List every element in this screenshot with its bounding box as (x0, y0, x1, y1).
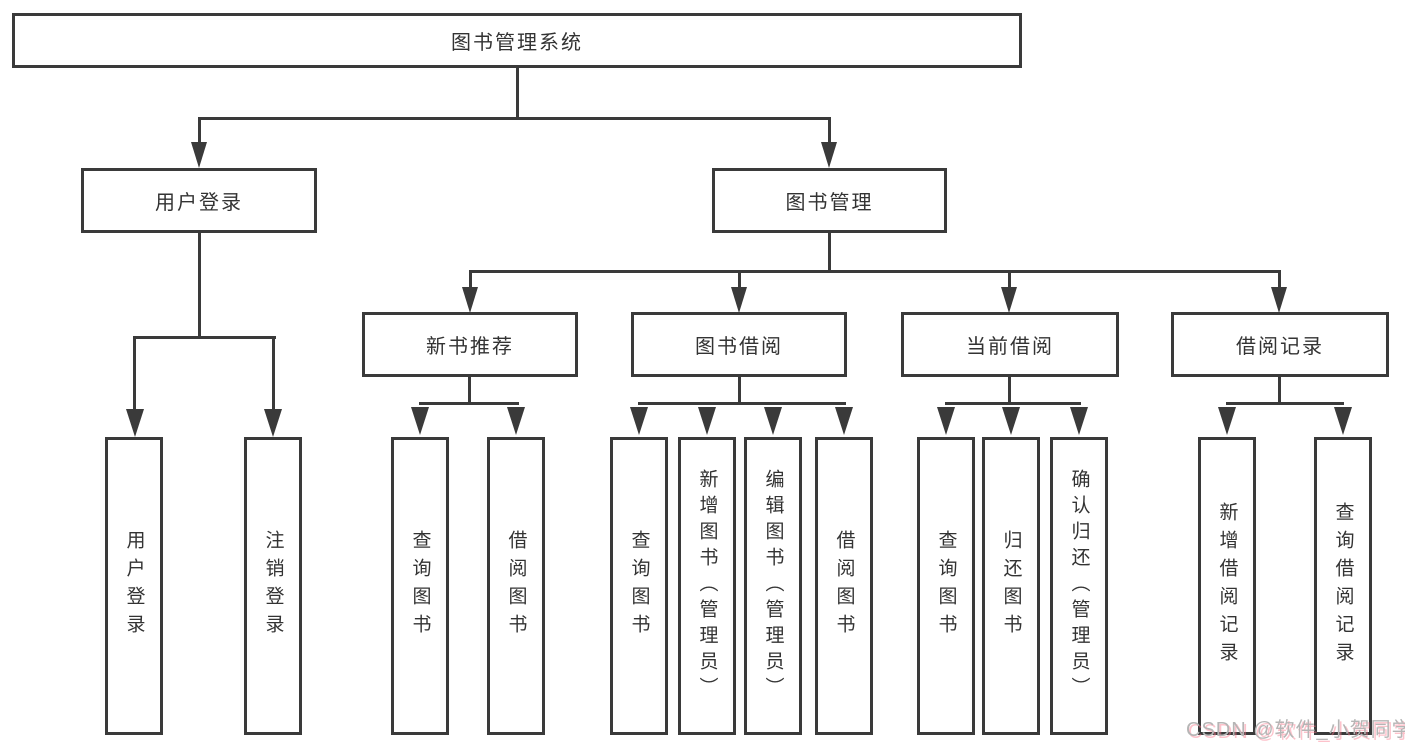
leaf-add-borrow-record: 新增借阅记录 (1198, 437, 1256, 735)
connector-book-mgmt-shaft (828, 117, 831, 145)
node-current-borrowing-label: 当前借阅 (966, 336, 1054, 358)
arrowhead-icon (191, 142, 207, 168)
leaf-confirm-return-admin: 确认归还（管理员） (1050, 437, 1108, 735)
leaf-query-borrow-record-label: 查询借阅记录 (1332, 502, 1354, 670)
node-book-management: 图书管理 (712, 168, 947, 233)
leaf-user-login-label: 用户登录 (123, 530, 145, 642)
leaf-borrow-books-borrowing: 借阅图书 (815, 437, 873, 735)
connector-borrowing-stem (738, 377, 741, 405)
connector-borrowing-bar (638, 402, 846, 405)
leaf-query-books-current: 查询图书 (917, 437, 975, 735)
connector-new-book-bar (419, 402, 519, 405)
arrowhead-icon (1334, 407, 1352, 435)
leaf-edit-books-admin: 编辑图书（管理员） (744, 437, 802, 735)
leaf-add-books-admin-label: 新增图书（管理员） (696, 469, 718, 703)
leaf-query-borrow-record: 查询借阅记录 (1314, 437, 1372, 735)
leaf-return-books: 归还图书 (982, 437, 1040, 735)
connector-records-bar (1226, 402, 1344, 405)
arrowhead-icon (764, 407, 782, 435)
arrowhead-icon (937, 407, 955, 435)
leaf-confirm-return-admin-label: 确认归还（管理员） (1068, 469, 1090, 703)
connector-level3-shaft (1008, 273, 1011, 291)
node-book-borrowing: 图书借阅 (631, 312, 847, 377)
leaf-add-books-admin: 新增图书（管理员） (678, 437, 736, 735)
arrowhead-icon (1002, 407, 1020, 435)
arrowhead-icon (731, 287, 747, 313)
connector-leaf-shaft (133, 336, 136, 414)
node-book-borrowing-label: 图书借阅 (695, 336, 783, 358)
node-new-book-recommendation: 新书推荐 (362, 312, 578, 377)
leaf-query-books-recommend: 查询图书 (391, 437, 449, 735)
node-current-borrowing: 当前借阅 (901, 312, 1119, 377)
node-borrowing-records-label: 借阅记录 (1236, 336, 1324, 358)
connector-root-stem (516, 68, 519, 117)
leaf-query-books-borrowing: 查询图书 (610, 437, 668, 735)
node-user-login: 用户登录 (81, 168, 317, 233)
connector-level3-shaft (738, 273, 741, 291)
connector-user-login-shaft (198, 117, 201, 145)
arrowhead-icon (462, 287, 478, 313)
arrowhead-icon (630, 407, 648, 435)
arrowhead-icon (126, 409, 144, 437)
connector-current-bar (945, 402, 1081, 405)
connector-current-stem (1008, 377, 1011, 405)
leaf-return-books-label: 归还图书 (1000, 530, 1022, 642)
leaf-query-books-recommend-label: 查询图书 (409, 530, 431, 642)
leaf-logout-login: 注销登录 (244, 437, 302, 735)
leaf-borrow-books-recommend-label: 借阅图书 (505, 530, 527, 642)
node-book-management-label: 图书管理 (785, 192, 874, 214)
arrowhead-icon (1218, 407, 1236, 435)
connector-book-mgmt-bar (469, 270, 1281, 273)
arrowhead-icon (698, 407, 716, 435)
arrowhead-icon (1001, 287, 1017, 313)
leaf-user-login: 用户登录 (105, 437, 163, 735)
connector-root-bar (198, 117, 831, 120)
connector-records-stem (1278, 377, 1281, 405)
connector-new-book-stem (468, 377, 471, 405)
connector-leaf-shaft (272, 336, 275, 414)
arrowhead-icon (835, 407, 853, 435)
node-borrowing-records: 借阅记录 (1171, 312, 1389, 377)
node-library-system-label: 图书管理系统 (451, 32, 583, 54)
leaf-query-books-borrowing-label: 查询图书 (628, 530, 650, 642)
connector-user-login-bar (133, 336, 276, 339)
leaf-edit-books-admin-label: 编辑图书（管理员） (762, 469, 784, 703)
connector-user-login-stem (198, 233, 201, 339)
leaf-borrow-books-borrowing-label: 借阅图书 (833, 530, 855, 642)
arrowhead-icon (1271, 287, 1287, 313)
arrowhead-icon (1070, 407, 1088, 435)
node-user-login-label: 用户登录 (155, 192, 243, 214)
node-library-system: 图书管理系统 (12, 13, 1022, 68)
leaf-query-books-current-label: 查询图书 (935, 530, 957, 642)
connector-level3-shaft (469, 273, 472, 291)
arrowhead-icon (507, 407, 525, 435)
leaf-add-borrow-record-label: 新增借阅记录 (1216, 502, 1238, 670)
connector-level3-shaft (1278, 273, 1281, 291)
arrowhead-icon (264, 409, 282, 437)
connector-book-mgmt-stem (828, 233, 831, 273)
watermark: CSDN @软件_小贺同学 (1186, 719, 1405, 741)
node-new-book-recommendation-label: 新书推荐 (426, 336, 514, 358)
leaf-borrow-books-recommend: 借阅图书 (487, 437, 545, 735)
arrowhead-icon (411, 407, 429, 435)
arrowhead-icon (821, 142, 837, 168)
leaf-logout-login-label: 注销登录 (262, 530, 284, 642)
